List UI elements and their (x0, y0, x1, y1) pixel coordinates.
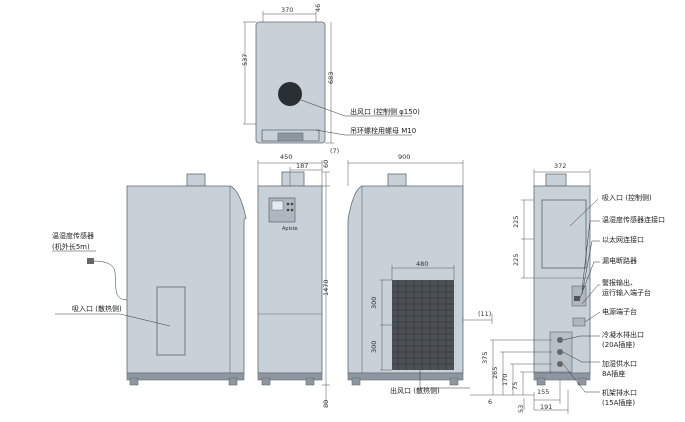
label-humid-supply: 加湿供水口 (602, 359, 637, 368)
label-alarm-out: 警报输出、 (602, 278, 637, 287)
dim-front-height: 1470 (322, 279, 330, 296)
dim-rear-width: 372 (554, 162, 566, 170)
label-outlet-top: 出风口 (控制侧 φ150) (350, 107, 420, 116)
top-outlet-hole (278, 82, 302, 106)
dim-front-inner: 187 (296, 162, 308, 170)
dim-rear-265: 265 (491, 367, 499, 379)
power-terminal-block (572, 317, 586, 327)
left-intake-panel (156, 286, 186, 356)
label-eyebolt: 吊环螺栓用螺母 M10 (350, 126, 416, 135)
dim-top-depth2: 683 (327, 72, 335, 84)
dim-top-depth: 537 (241, 54, 249, 66)
dim-rear-191: 191 (540, 403, 552, 411)
label-outlet-bottom: 出风口 (散热侧) (390, 386, 440, 395)
label-power-terminal: 电源端子台 (602, 307, 637, 316)
dim-side-offset: (7) (330, 147, 339, 155)
left-side-view: 温湿度传感器 (机外长5m) 吸入口 (散热侧) (52, 173, 247, 386)
dim-front-top: 60 (322, 160, 330, 168)
dim-rear-6: 6 (488, 398, 492, 406)
dim-side-width: 900 (398, 153, 410, 161)
label-ethernet: 以太网连接口 (602, 235, 644, 244)
condenser-vent (392, 280, 454, 370)
dim-rear-170: 170 (501, 374, 509, 386)
dim-front-width: 450 (280, 153, 292, 161)
top-view: 370 46 537 683 出风口 (控制侧 φ150) 吊环螺栓用螺母 M1… (241, 4, 420, 144)
label-humid-supply-sub: 8A插座 (602, 369, 625, 378)
label-breaker: 漏电断路器 (602, 256, 637, 265)
dim-side-gap: (11) (478, 310, 491, 318)
label-intake-rear: 吸入口 (控制侧) (602, 193, 652, 202)
dim-rear-375: 375 (481, 352, 489, 364)
label-cond-drain-sub: (20A插座) (602, 340, 635, 349)
label-sensor-cable: (机外长5m) (52, 242, 90, 251)
right-side-view: (7) 900 480 300 300 (11) 出风口 (散热侧) (330, 147, 493, 395)
front-view: Apiste 450 187 60 1470 80 (257, 153, 330, 408)
dim-vent-h1: 300 (370, 297, 378, 309)
dim-vent-width: 480 (416, 260, 428, 268)
label-frame-drain: 机架排水口 (602, 388, 637, 397)
top-view-connector (277, 132, 304, 142)
dim-vent-h2: 300 (370, 341, 378, 353)
label-intake-left: 吸入口 (散热侧) (72, 304, 122, 313)
dim-rear-h1: 225 (512, 216, 520, 228)
rear-view: 372 225 225 375 265 170 75 6 53 155 191 … (470, 162, 665, 414)
dim-rear-155: 155 (537, 388, 549, 396)
label-run-in: 运行输入端子台 (602, 288, 651, 297)
dim-top-offset: 46 (314, 4, 322, 12)
control-display (271, 200, 284, 211)
label-cond-drain: 冷凝水排出口 (602, 330, 644, 339)
dim-top-width: 370 (281, 6, 293, 14)
dim-rear-75: 75 (511, 382, 519, 390)
label-frame-drain-sub: (15A插座) (602, 398, 635, 407)
dim-rear-53: 53 (517, 405, 525, 413)
label-sensor-port: 温湿度传感器连接口 (602, 215, 665, 224)
rear-intake-panel (541, 199, 587, 269)
label-sensor: 温湿度传感器 (52, 231, 94, 240)
left-side-body (126, 185, 247, 374)
dim-rear-h2: 225 (512, 254, 520, 266)
dim-front-bottom: 80 (322, 400, 330, 408)
front-logo: Apiste (282, 226, 298, 232)
